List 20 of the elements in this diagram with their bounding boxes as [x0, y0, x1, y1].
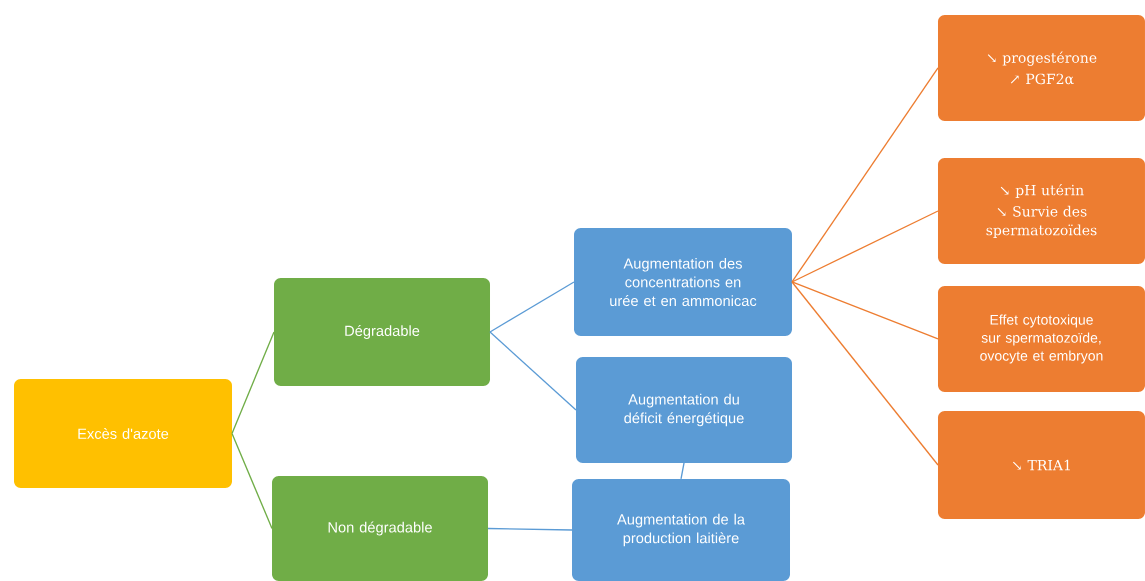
connector-line [680, 462, 685, 480]
process-box: ↘ progestérone ↗ PGF2α [938, 15, 1145, 121]
process-box: Dégradable [274, 278, 490, 386]
process-box: Excès d'azote [14, 379, 232, 488]
connector-line [489, 281, 575, 333]
connector-line [231, 331, 275, 435]
process-box: Augmentation du déficit énergétique [576, 357, 792, 463]
connector-line [791, 210, 939, 283]
connector-line [231, 432, 273, 530]
process-box: ↘ TRIA1 [938, 411, 1145, 519]
process-box: Non dégradable [272, 476, 488, 581]
process-box: Augmentation des concentrations en urée et en ammonicac [574, 228, 792, 336]
connector-line [489, 331, 577, 411]
connector-line [487, 527, 573, 531]
connector-line [791, 281, 939, 340]
connector-line [791, 281, 939, 466]
process-box: ↘ pH utérin ↘ Survie des spermatozoïdes [938, 158, 1145, 264]
process-box: Effet cytotoxique sur spermatozoïde, ovocyte et embryon [938, 286, 1145, 392]
connector-line [791, 67, 939, 283]
process-box: Augmentation de la production laitière [572, 479, 790, 581]
